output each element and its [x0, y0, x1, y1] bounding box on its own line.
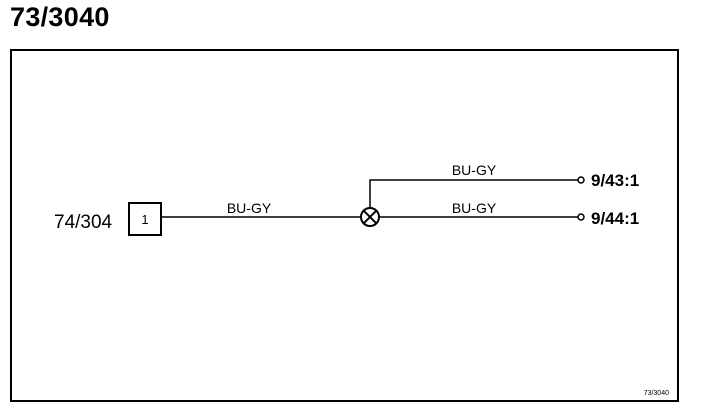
diagram-frame [10, 49, 679, 402]
connector-ref-label: 74/304 [54, 212, 113, 233]
footer-ref-label: 73/3040 [644, 390, 669, 397]
lower-terminal-icon [577, 213, 585, 221]
main-wire-color-label: BU-GY [227, 200, 272, 216]
lower-wire-color-label: BU-GY [452, 200, 497, 216]
upper-branch-wire [369, 179, 578, 208]
connector-pin-number: 1 [141, 212, 148, 227]
upper-wire-color-label: BU-GY [452, 162, 497, 178]
lower-terminal-label: 9/44:1 [591, 209, 639, 228]
upper-terminal-label: 9/43:1 [591, 171, 639, 190]
upper-terminal-icon [577, 176, 585, 184]
splice-icon [360, 207, 380, 227]
connector-pin-box [128, 202, 162, 236]
page-title: 73/3040 [10, 2, 110, 32]
